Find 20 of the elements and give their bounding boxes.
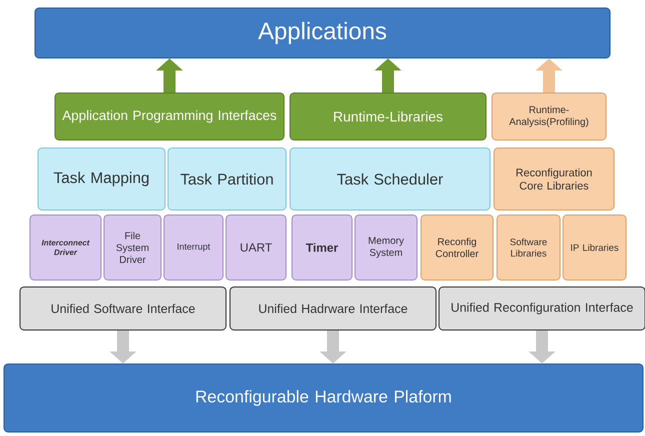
layer-box: Reconfiguration Core Libraries	[494, 148, 614, 210]
applications-band: Applications	[34, 8, 610, 58]
module-box: UART	[226, 214, 286, 280]
layer-box: Runtime- Analysis(Profiling)	[492, 92, 606, 140]
module-box: Interrupt	[164, 214, 224, 280]
layer-box: Runtime-Libraries	[290, 92, 486, 140]
interface-box: Unified Software Interface	[20, 286, 226, 330]
layer-box: Task Partition	[168, 148, 286, 210]
interface-box: Unified Hadrware Interface	[230, 286, 436, 330]
module-box: Memory System	[354, 214, 418, 280]
module-box: IP Libraries	[562, 214, 626, 280]
layer-box: Task Mapping	[38, 148, 166, 210]
module-box: Reconfig Controller	[420, 214, 494, 280]
module-box: Software Libraries	[496, 214, 560, 280]
layer-box: Task Scheduler	[290, 148, 490, 210]
interface-box: Unified Reconfiguration Interface	[438, 286, 645, 330]
layer-box: Application Programming Interfaces	[54, 92, 284, 140]
platform-band: Reconfigurable Hardware Plaform	[4, 364, 644, 432]
module-box: File System Driver	[104, 214, 162, 280]
module-box: Timer	[292, 214, 352, 280]
